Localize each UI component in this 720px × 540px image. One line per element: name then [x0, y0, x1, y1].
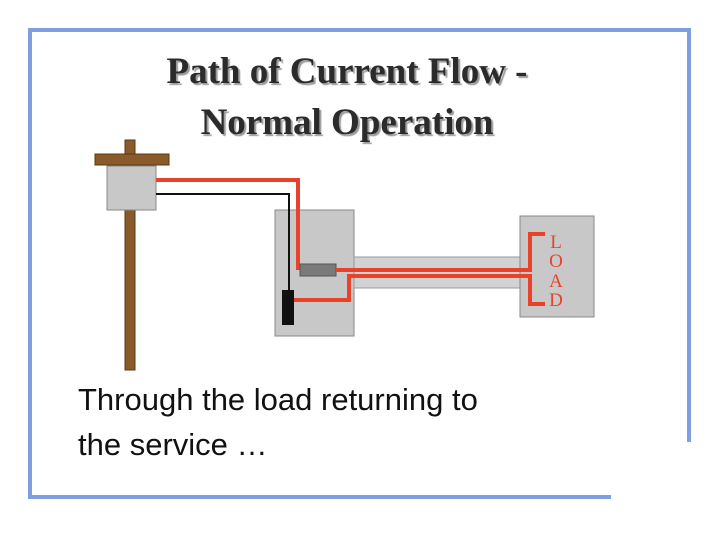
- conduit: [353, 256, 525, 289]
- load-label-letter: D: [549, 290, 563, 311]
- utility-pole: [124, 139, 136, 371]
- current-path-return: [294, 274, 545, 306]
- breaker: [299, 263, 337, 277]
- slide-title-line-2: Normal Operation: [200, 102, 494, 143]
- slide-frame-left: [28, 28, 32, 498]
- current-path-to-load: [336, 232, 545, 272]
- neutral-wire: [156, 193, 290, 290]
- slide-frame-bottom: [28, 495, 611, 499]
- slide-frame-right: [687, 28, 691, 442]
- load-label-letter: A: [549, 271, 563, 292]
- slide-title-line-1: Path of Current Flow -: [166, 51, 528, 92]
- caption-line-1: Through the load returning to: [78, 382, 478, 417]
- caption-line-2: the service …: [78, 427, 268, 462]
- slide-frame-top: [30, 28, 690, 32]
- pole-crossarm: [94, 153, 170, 166]
- neutral-bar: [282, 290, 294, 325]
- load-label-letter: L: [550, 232, 562, 253]
- pole-transformer: [106, 165, 157, 211]
- load-label-letter: O: [549, 251, 563, 272]
- current-path-service: [156, 178, 300, 270]
